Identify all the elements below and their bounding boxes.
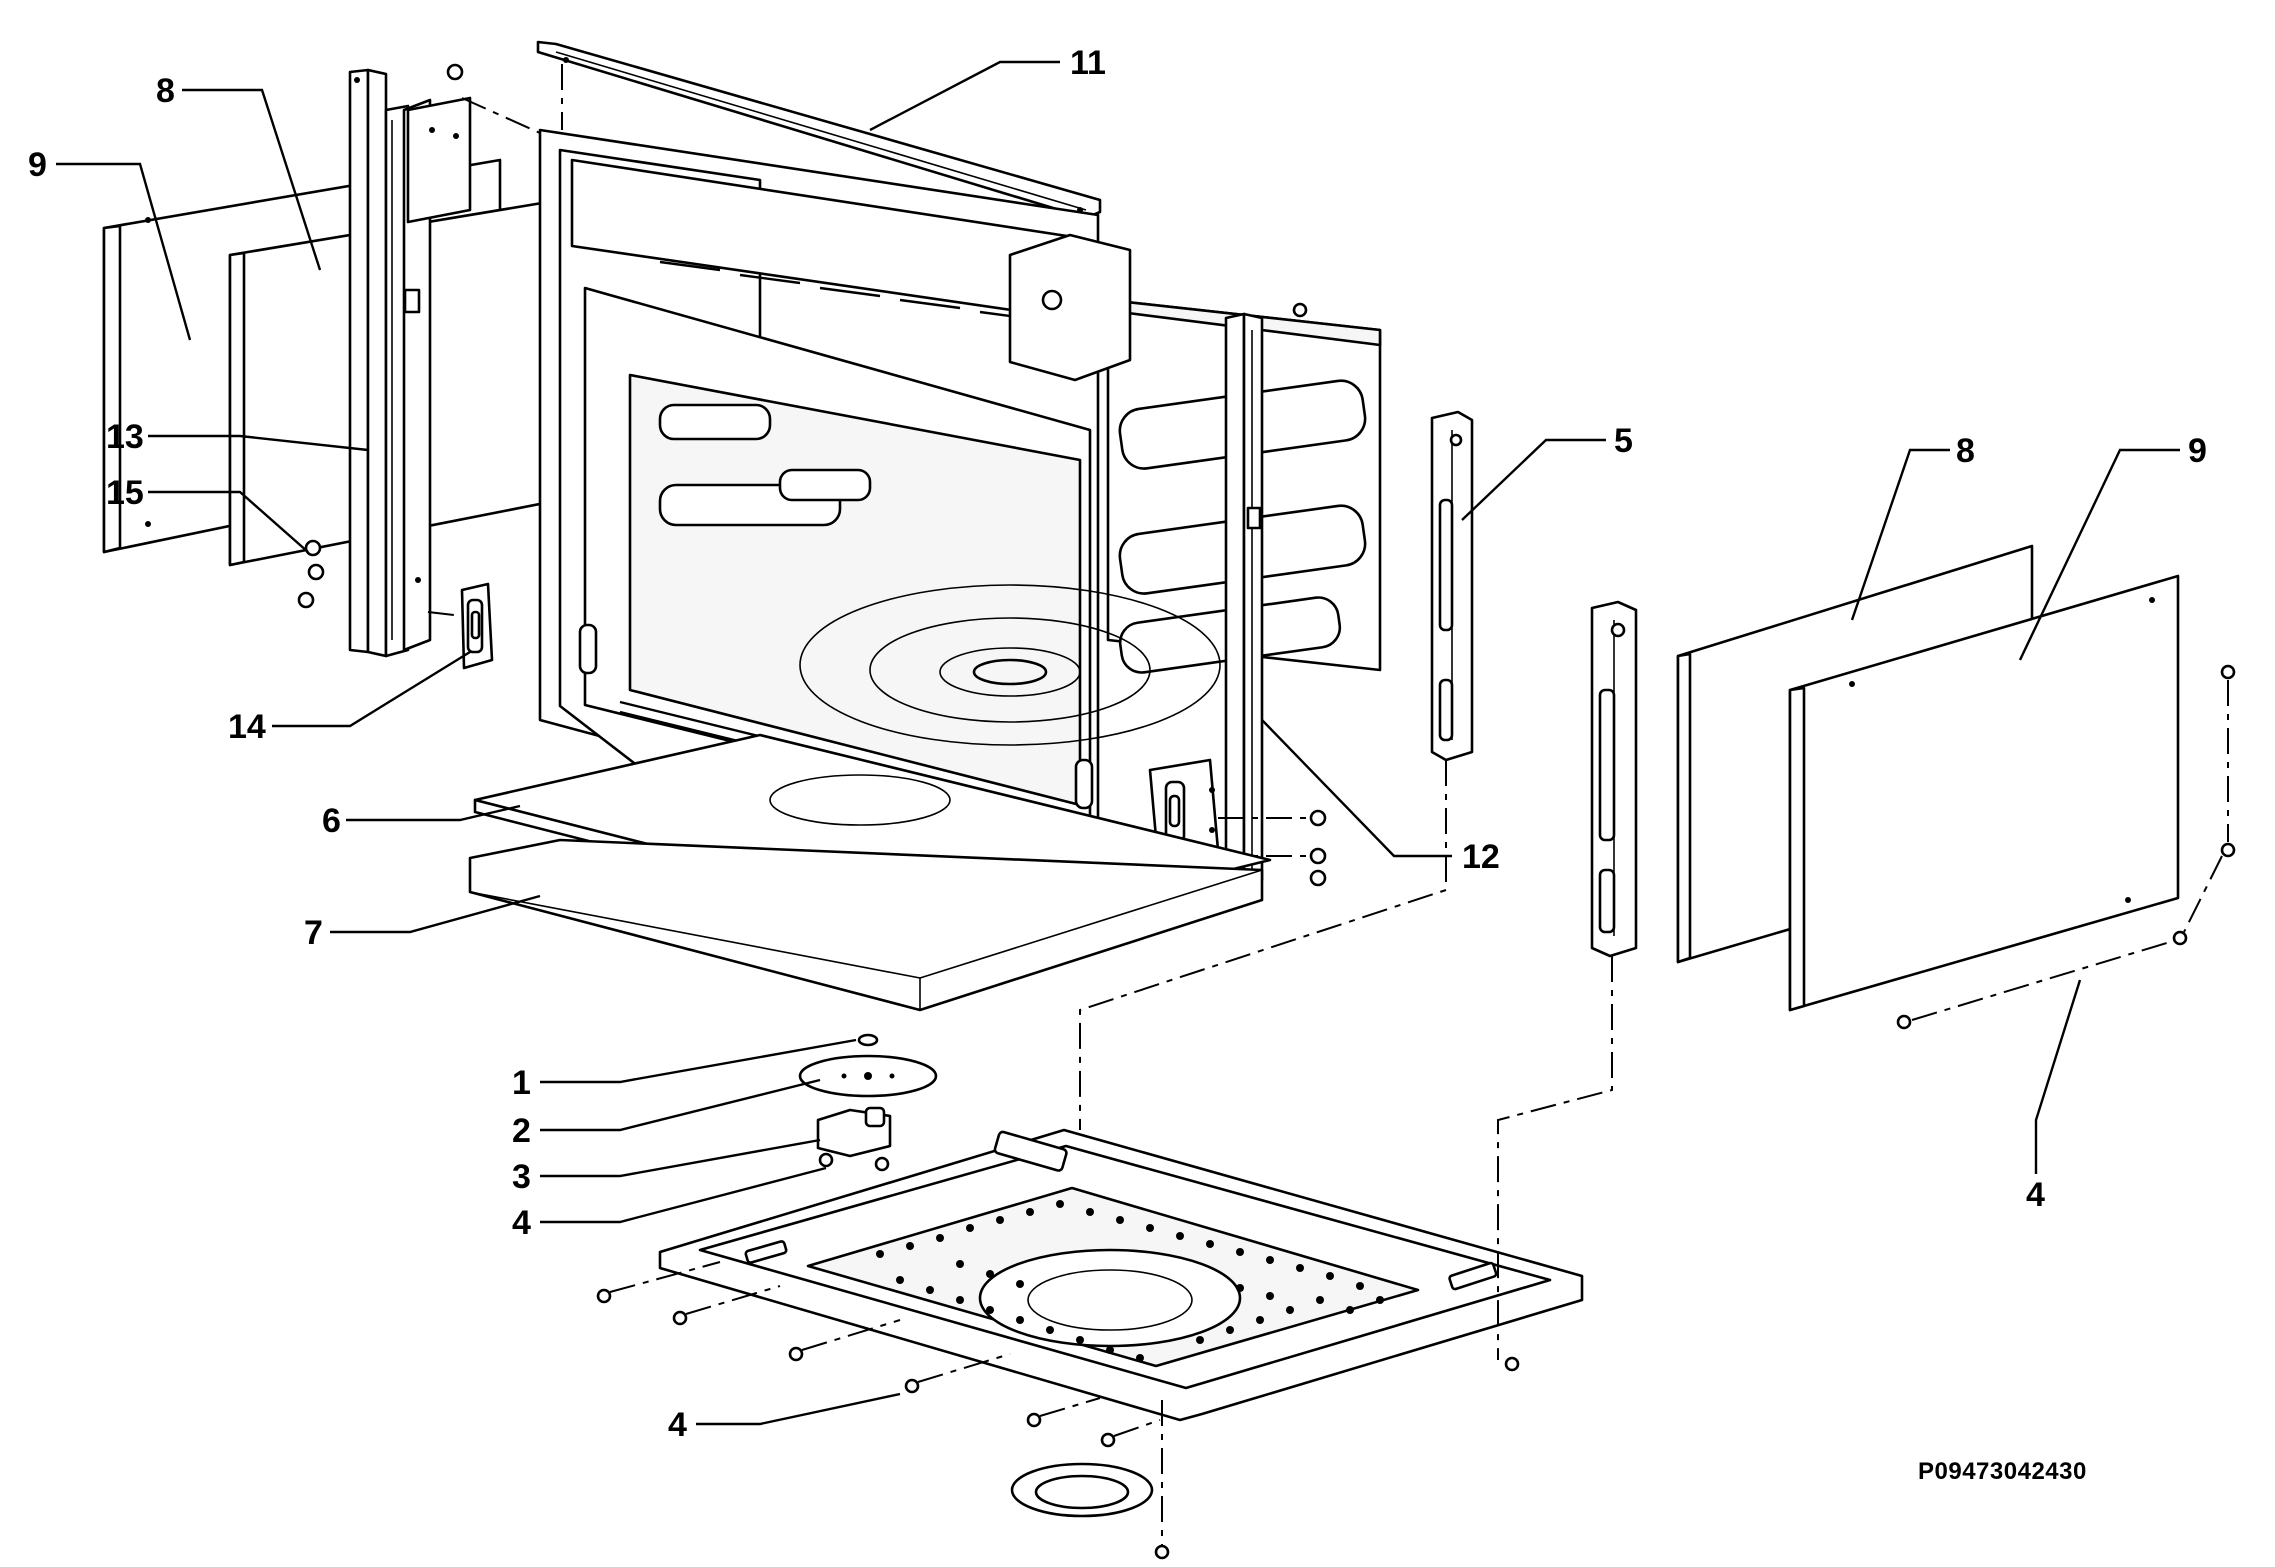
bottom-stirrer-cover — [1010, 1400, 1170, 1560]
callout-9-left: 9 — [28, 146, 47, 184]
base-screws — [596, 1261, 1520, 1448]
callout-3: 3 — [512, 1158, 531, 1196]
callout-7: 7 — [304, 914, 323, 952]
callout-4-lower: 4 — [668, 1406, 687, 1444]
callout-12: 12 — [1462, 838, 1500, 876]
left-screws — [297, 63, 464, 609]
bottom-tray — [468, 838, 1264, 1012]
callout-5: 5 — [1614, 422, 1633, 460]
callout-13: 13 — [106, 418, 144, 456]
callout-4-upper: 4 — [512, 1204, 531, 1242]
top-rail — [536, 40, 1102, 220]
base-plate — [658, 1128, 1584, 1422]
callout-6: 6 — [322, 802, 341, 840]
main-cavity — [538, 128, 1382, 872]
callout-4-right: 4 — [2026, 1176, 2045, 1214]
right-rear-rail-a — [1430, 410, 1474, 762]
callout-1: 1 — [512, 1064, 531, 1102]
left-hinge-plate — [406, 96, 472, 224]
turntable-motor — [816, 1106, 892, 1172]
left-front-rail — [348, 68, 432, 658]
callout-15: 15 — [106, 474, 144, 512]
callout-11: 11 — [1070, 44, 1106, 82]
turntable-coupler — [857, 1033, 879, 1047]
right-panel-screws — [1896, 664, 2236, 1030]
left-hinge-bracket — [460, 582, 494, 670]
base-perforations — [876, 1200, 1384, 1362]
callout-leaders — [56, 60, 2180, 1426]
document-number: P09473042430 — [1918, 1458, 2087, 1485]
callout-14: 14 — [228, 708, 266, 746]
right-screws — [1309, 809, 1327, 887]
callout-2: 2 — [512, 1112, 531, 1150]
right-rear-rail-b — [1590, 600, 1638, 958]
callout-8-left: 8 — [156, 72, 175, 110]
right-outer-side-panel — [1788, 574, 2180, 1012]
turntable-plate — [798, 1054, 938, 1098]
callout-9-right: 9 — [2188, 432, 2207, 470]
callout-8-right: 8 — [1956, 432, 1975, 470]
